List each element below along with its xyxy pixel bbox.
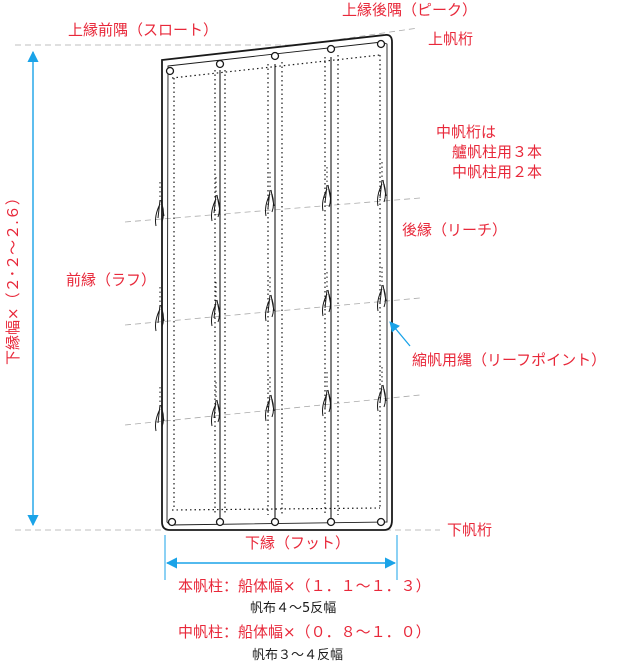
seam-dots: [171, 54, 381, 515]
reef-point-tie: [265, 189, 275, 217]
reef-point-tie: [377, 384, 387, 412]
reef-point-label: 縮帆用縄（リーフポイント）: [412, 351, 607, 369]
reef-point-tie: [377, 284, 387, 312]
reef-point-tie: [211, 299, 221, 327]
reef-point-tie: [211, 194, 221, 222]
reef-point-tie: [265, 294, 275, 322]
luff-label: 前縁（ラフ）: [66, 271, 157, 289]
reef-point-tie: [265, 394, 275, 422]
leech-label: 後縁（リーチ）: [402, 221, 508, 239]
mid-mast-label: 中帆柱：船体幅×（０．８〜１．０）: [178, 623, 431, 641]
reef-point-tie: [322, 289, 332, 317]
reef-points: [155, 162, 387, 432]
reef-point-tie: [155, 304, 165, 332]
middle-yard-label-3: 中帆柱用２本: [452, 163, 543, 181]
middle-yard-label-1: 中帆桁は: [436, 123, 497, 141]
sail-outline: [161, 33, 393, 531]
upper-yard-label: 上帆桁: [428, 30, 474, 48]
grommets: [165, 39, 386, 527]
middle-yard-label-2: 艫帆柱用３本: [452, 143, 543, 161]
reef-point-tie: [377, 179, 387, 207]
reef-point-tie: [322, 184, 332, 212]
reef-point-tie: [155, 404, 165, 432]
main-cloth-label: 帆布４〜5反幅: [250, 601, 337, 616]
reef-point-tie: [155, 199, 165, 227]
mid-cloth-label: 帆布３〜４反幅: [252, 648, 344, 663]
reef-point-leader: [389, 321, 411, 347]
throat-label: 上縁前隅（スロート）: [68, 21, 219, 39]
peak-label: 上縁後隅（ピーク）: [342, 1, 478, 19]
height-dimension-label: 下縁幅×（２･２〜２.６）: [4, 190, 22, 365]
reef-point-tie: [322, 389, 332, 417]
panel-seams: [219, 57, 332, 520]
main-mast-label: 本帆柱：船体幅×（１．１〜１．３）: [178, 577, 431, 595]
reef-point-tie: [211, 399, 221, 427]
lower-yard-label: 下帆桁: [447, 521, 493, 539]
foot-label: 下縁（フット）: [245, 534, 351, 552]
